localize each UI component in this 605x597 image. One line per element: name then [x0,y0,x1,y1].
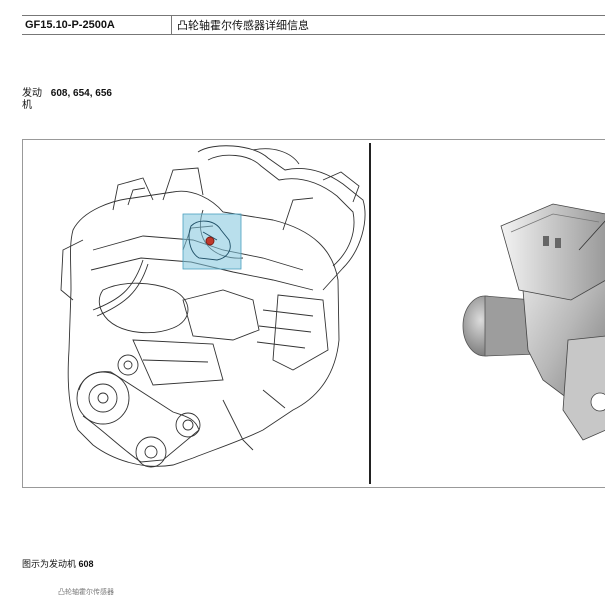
cut-off-text: 凸轮轴霍尔传感器 [58,589,114,596]
figure-illustration [60,143,605,484]
engine-applicability: 发动机 608, 654, 656 [22,88,112,112]
callout-line [578,220,605,251]
figure-caption: 图示为发动机 608 [22,557,94,570]
document-title: 凸轮轴霍尔传感器详细信息 [177,20,309,32]
engine-drawing [60,145,366,468]
camshaft-sensor-render [462,203,605,441]
figure-frame [22,139,605,488]
document-code: GF15.10-P-2500A [22,16,172,34]
caption-engine-number: 608 [78,559,94,569]
engine-label: 发动机 [22,88,42,111]
engine-numbers: 608, 654, 656 [50,88,112,99]
document-header: GF15.10-P-2500A 凸轮轴霍尔传感器详细信息 [22,15,605,35]
sensor-location-detail [188,220,231,261]
caption-text: 图示为发动机 [22,559,79,569]
